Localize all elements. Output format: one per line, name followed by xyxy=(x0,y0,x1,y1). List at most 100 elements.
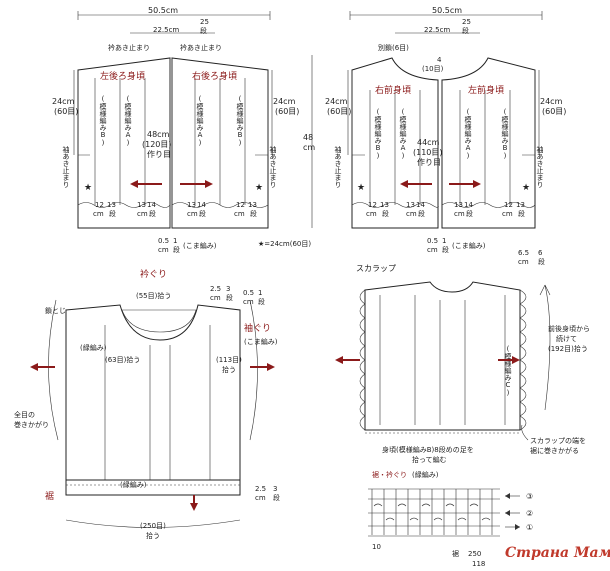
armhole-width: 0.5 xyxy=(243,289,254,297)
front-length-rows: (110目) xyxy=(413,148,443,157)
back-total-width: 50.5cm xyxy=(148,6,178,15)
hem-rows-unit: 段 xyxy=(273,493,280,502)
back-armhole-right: 袖あき止まり xyxy=(269,145,277,188)
front-piece: 50.5cm 22.5cm 25 段 別鎖(6目) 4 (10目) 右前身頃 左… xyxy=(325,6,566,254)
back-hem-dan-r: 段 xyxy=(199,209,206,218)
chart-title: 裾・衿ぐり xyxy=(372,470,407,479)
armhole-pick: (113目) xyxy=(216,356,242,364)
front-side-height-right: 24cm xyxy=(540,97,563,106)
scallop-end-note1: スカラップの端を xyxy=(530,436,586,445)
assembly-piece: 衿ぐり (55目)拾う 2.5 cm 3 段 0.5 cm 1 段 袖ぐり (こ… xyxy=(14,268,280,540)
armhole-width-cm: cm xyxy=(243,298,254,306)
back-center-bottom-1: 1 xyxy=(173,237,177,245)
back-center-bottom-note: (こま編み) xyxy=(183,241,217,250)
back-right-pattern-b: (模様編みB) xyxy=(236,95,244,147)
back-side-height-left: 24cm xyxy=(52,97,75,106)
neck-band-cm: cm xyxy=(210,294,221,302)
front-hem-dan-r: 段 xyxy=(466,209,473,218)
front-length-cm: 44cm xyxy=(417,138,440,147)
front-total-width: 50.5cm xyxy=(432,6,462,15)
front-right-pattern-b: (模様編みB) xyxy=(501,108,509,160)
back-total-height-unit: cm xyxy=(303,143,315,152)
front-hem-cm-l2: cm xyxy=(406,210,417,218)
chart-subtitle: (緑編み) xyxy=(412,470,439,479)
hem-width: 2.5 xyxy=(255,485,266,493)
back-slit-left: 衿あき止まり xyxy=(108,43,150,52)
neck-band: 2.5 xyxy=(210,285,221,293)
back-armhole-left: 袖あき止まり xyxy=(62,145,70,188)
scallop-side-note3: (192目)拾う xyxy=(548,344,588,353)
scallop-bottom-note2: 拾って編む xyxy=(412,455,447,464)
back-length-rows: (120目) xyxy=(142,140,172,149)
back-hem-cm-r2: cm xyxy=(234,210,245,218)
front-hem-cm-r: cm xyxy=(454,210,465,218)
seam-label: 鎖とじ xyxy=(45,306,66,315)
chart-x-250: 250 xyxy=(468,550,481,558)
front-left-pattern-b: (模様編みB) xyxy=(374,108,382,160)
hem-rows: 3 xyxy=(273,485,277,493)
scallop-bottom-note1: 身頃(模様編みB)8段めの足を xyxy=(382,445,474,454)
row-marker-1: ① xyxy=(526,523,533,532)
edge-label: (緑編み) xyxy=(80,343,107,352)
armhole-pick2: 拾う xyxy=(222,365,236,374)
front-side-rows-left: (60目) xyxy=(327,107,351,116)
neck-pick2: (63目)拾う xyxy=(105,355,140,364)
neck-title: 衿ぐり xyxy=(140,268,167,280)
front-armhole-left: 袖あき止まり xyxy=(334,145,342,188)
front-neck-depth: 4 xyxy=(437,56,442,64)
front-center-bottom-note: (こま編み) xyxy=(452,241,486,250)
chart-x-10: 10 xyxy=(372,543,381,551)
back-hem-14-l2: 14 xyxy=(147,201,156,209)
back-left-pattern-a: (模様編みA) xyxy=(124,95,132,147)
front-center-bottom-dan: 段 xyxy=(442,245,449,254)
armhole-rows: 1 xyxy=(258,289,262,297)
scallop-side-note1: 前後身頃から xyxy=(548,324,590,333)
front-hem-14-r: 14 xyxy=(464,201,473,209)
hem-edge: (緑編み) xyxy=(120,480,147,489)
armhole-note: (こま編み) xyxy=(244,337,278,346)
front-star-left: ★ xyxy=(357,183,365,193)
chart-x-118: 118 xyxy=(472,560,485,568)
scallop-end-note2: 裾に巻きかがる xyxy=(530,446,579,455)
chart-x-hem: 裾 xyxy=(452,549,459,558)
back-star-left: ★ xyxy=(84,183,92,193)
scallop-width: 6.5 xyxy=(518,249,529,257)
back-center-rows-num: 25 xyxy=(200,18,209,26)
back-center-width: 22.5cm xyxy=(153,26,179,34)
scallop-side-note2: 続けて xyxy=(556,334,577,343)
row-marker-3: ③ xyxy=(526,492,533,501)
back-hem-12-left: 12 xyxy=(95,201,104,209)
back-left-title: 左後ろ身頃 xyxy=(100,70,145,82)
back-total-height: 48 xyxy=(303,133,313,142)
all-rows-label: 全目の xyxy=(14,410,35,419)
neck-band-unit: 段 xyxy=(226,293,233,302)
neck-pick: (55目)拾う xyxy=(136,291,171,300)
front-left-pattern-a: (模様編みA) xyxy=(399,108,407,160)
front-hem-cm-left: cm xyxy=(366,210,377,218)
front-length-make: 作り目 xyxy=(417,157,441,167)
back-star-right: ★ xyxy=(255,183,263,193)
back-hem-dan-l2: 段 xyxy=(149,209,156,218)
back-center-rows-unit: 段 xyxy=(200,26,207,35)
front-hem-13-left: 13 xyxy=(380,201,389,209)
scallop-rows: 6 xyxy=(538,249,543,257)
front-side-rows-right: (60目) xyxy=(542,107,566,116)
front-hem-13-r2: 13 xyxy=(516,201,525,209)
front-hem-dan-r2: 段 xyxy=(518,209,525,218)
front-center-bottom-cm: cm xyxy=(427,246,438,254)
front-neck-label: 別鎖(6目) xyxy=(378,43,409,52)
front-hem-cm-r2: cm xyxy=(502,210,513,218)
front-neck-depth-rows: (10目) xyxy=(422,65,444,73)
back-side-rows-right: (60目) xyxy=(275,107,299,116)
back-hem-dan-r2: 段 xyxy=(250,209,257,218)
front-armhole-right: 袖あき止まり xyxy=(536,145,544,188)
front-hem-dan-left: 段 xyxy=(382,209,389,218)
hem-title: 裾 xyxy=(45,490,54,502)
back-length-cm: 48cm xyxy=(147,130,170,139)
back-hem-cm-r: cm xyxy=(187,210,198,218)
scallop-width-cm: cm xyxy=(518,258,529,266)
front-hem-14-l2: 14 xyxy=(416,201,425,209)
back-center-bottom-dan: 段 xyxy=(173,245,180,254)
